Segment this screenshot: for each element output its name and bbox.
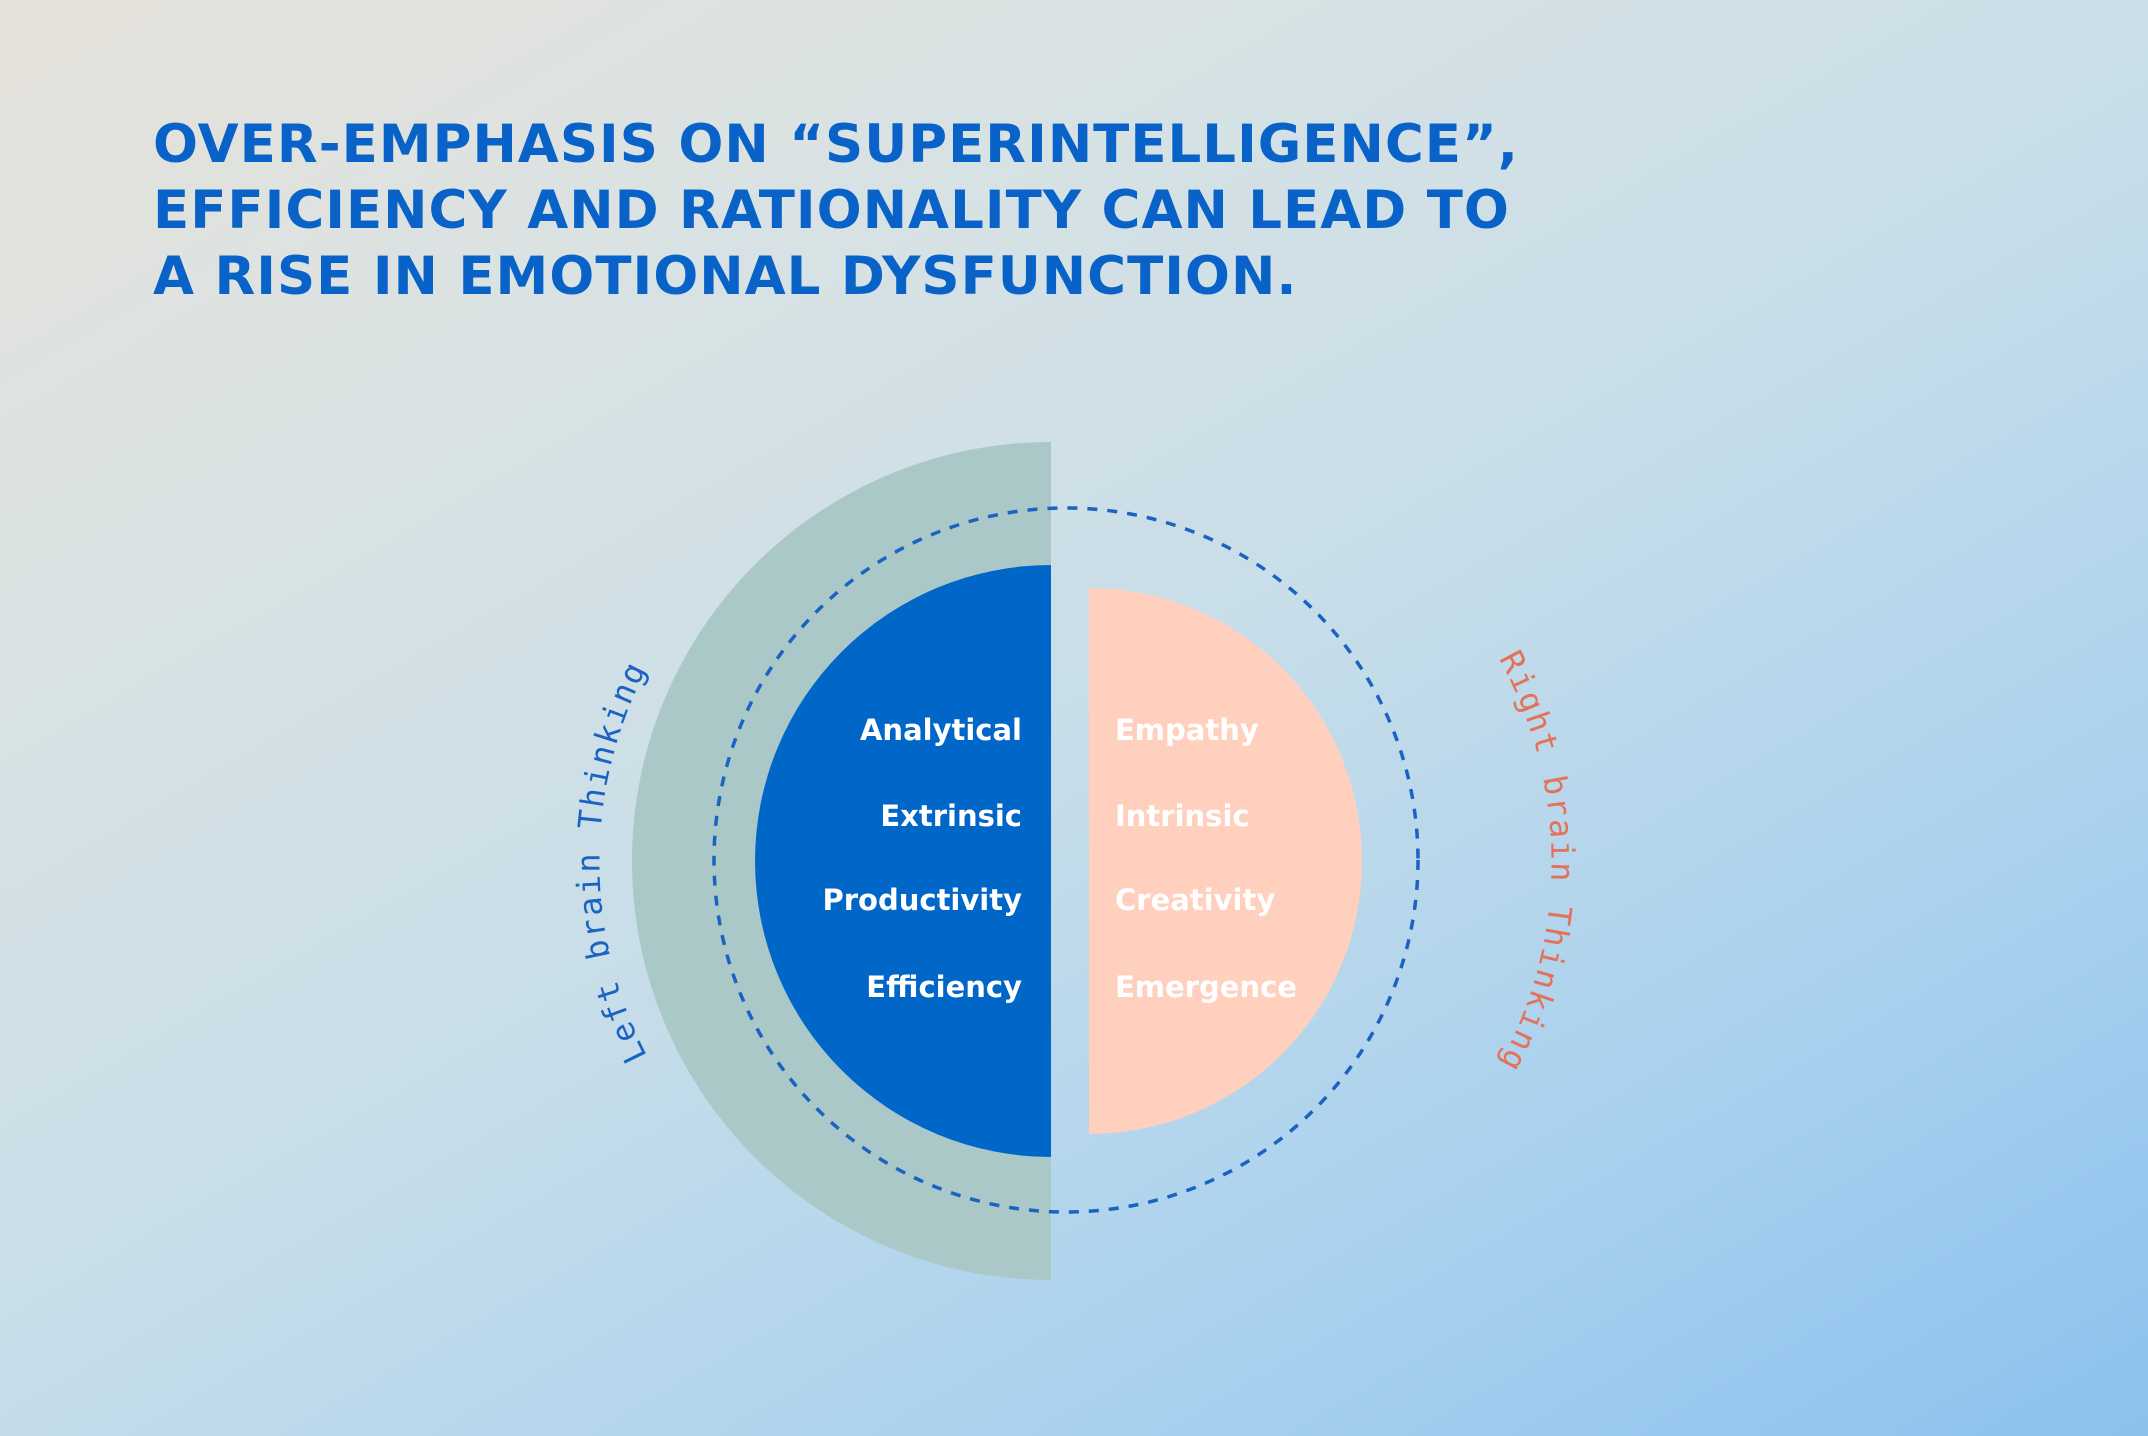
right-term-intrinsic: Intrinsic: [1115, 799, 1250, 833]
left-brain-half: [755, 565, 1051, 1157]
headline-line-1: OVER-EMPHASIS ON “SUPERINTELLIGENCE”,: [153, 114, 1519, 175]
left-term-extrinsic: Extrinsic: [880, 799, 1022, 833]
headline: OVER-EMPHASIS ON “SUPERINTELLIGENCE”, EF…: [153, 112, 1553, 310]
dashed-circle: [712, 506, 1420, 1214]
right-term-creativity: Creativity: [1115, 883, 1275, 917]
left-outer-ring: [632, 442, 1051, 1280]
right-brain-label: Right brain Thinking: [1492, 644, 1582, 1079]
right-brain-label-text: Right brain Thinking: [1492, 644, 1580, 1079]
right-term-empathy: Empathy: [1115, 713, 1259, 747]
right-brain-half: [1089, 588, 1362, 1134]
left-term-efficiency: Efficiency: [866, 970, 1022, 1004]
left-term-productivity: Productivity: [823, 883, 1023, 917]
right-term-emergence: Emergence: [1115, 970, 1297, 1004]
headline-line-3: A RISE IN EMOTIONAL DYSFUNCTION.: [153, 246, 1298, 307]
headline-line-2: EFFICIENCY AND RATIONALITY CAN LEAD TO: [153, 180, 1510, 241]
left-term-analytical: Analytical: [860, 713, 1022, 747]
